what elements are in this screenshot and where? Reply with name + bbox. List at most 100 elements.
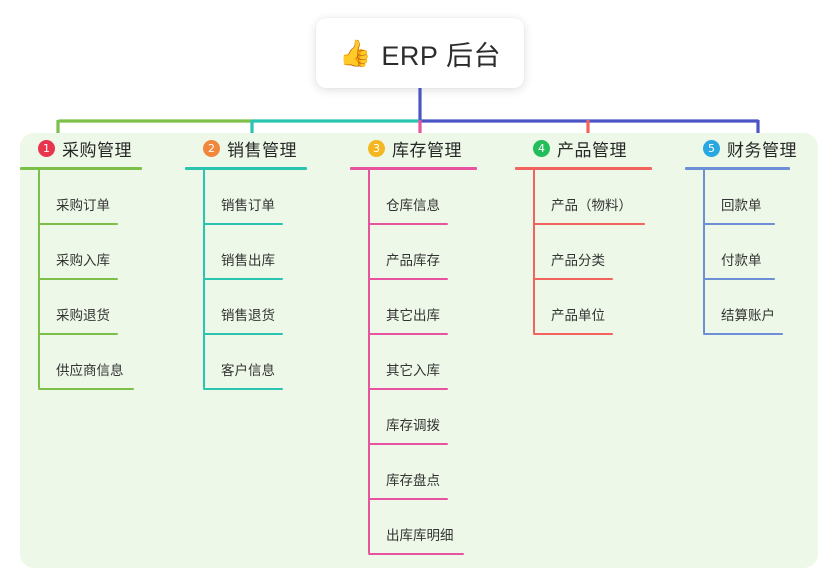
- sub-item[interactable]: 其它入库: [368, 354, 448, 394]
- sub-item[interactable]: 销售退货: [203, 299, 283, 339]
- sub-item[interactable]: 产品库存: [368, 244, 448, 284]
- sub-item-label: 其它出库: [386, 308, 440, 323]
- sub-item-underline: [368, 498, 448, 500]
- sub-item-underline: [368, 553, 464, 555]
- sub-item-label: 采购入库: [56, 253, 110, 268]
- branch-sublist-5: 回款单付款单结算账户: [685, 170, 818, 337]
- sub-item[interactable]: 销售出库: [203, 244, 283, 284]
- branch-sublist-2: 销售订单销售出库销售退货客户信息: [185, 170, 335, 392]
- branch-underline-4: [515, 167, 652, 170]
- sub-item-label: 回款单: [721, 198, 762, 213]
- sub-item-label: 库存盘点: [386, 473, 440, 488]
- sub-item-label: 客户信息: [221, 363, 275, 378]
- branches-panel: 1 采购管理采购订单采购入库采购退货供应商信息 2 销售管理销售订单销售出库销售退货客…: [20, 133, 818, 568]
- sub-item[interactable]: 采购入库: [38, 244, 118, 284]
- sub-item-underline: [533, 278, 613, 280]
- branch-title-3: 库存管理: [392, 140, 462, 160]
- sub-item-label: 其它入库: [386, 363, 440, 378]
- sub-item-label: 产品分类: [551, 253, 605, 268]
- branch-column-5: 5 财务管理回款单付款单结算账户: [685, 133, 818, 337]
- sub-item-underline: [203, 278, 283, 280]
- branch-column-4: 4 产品管理产品（物料） 产品分类产品单位: [515, 133, 680, 337]
- sub-item-underline: [368, 333, 448, 335]
- branch-column-1: 1 采购管理采购订单采购入库采购退货供应商信息: [20, 133, 170, 392]
- sub-item-label: 供应商信息: [56, 363, 124, 378]
- branch-column-2: 2 销售管理销售订单销售出库销售退货客户信息: [185, 133, 335, 392]
- branch-header-2[interactable]: 2 销售管理: [185, 133, 335, 163]
- branch-underline-3: [350, 167, 477, 170]
- sub-item-underline: [203, 333, 283, 335]
- branch-header-5[interactable]: 5 财务管理: [685, 133, 818, 163]
- root-node[interactable]: 👍 ERP 后台: [316, 18, 524, 88]
- sub-item-label: 采购退货: [56, 308, 110, 323]
- sub-item[interactable]: 库存盘点: [368, 464, 448, 504]
- sub-item[interactable]: 回款单: [703, 189, 775, 229]
- branch-underline-1: [20, 167, 142, 170]
- sub-item-underline: [703, 278, 775, 280]
- sub-item[interactable]: 销售订单: [203, 189, 283, 229]
- sub-item-label: 销售订单: [221, 198, 275, 213]
- sub-item-label: 库存调拨: [386, 418, 440, 433]
- branch-underline-5: [685, 167, 790, 170]
- sub-item-label: 出库库明细: [386, 528, 454, 543]
- thumbs-up-icon: 👍: [339, 38, 372, 68]
- branch-header-1[interactable]: 1 采购管理: [20, 133, 170, 163]
- branch-sublist-3: 仓库信息产品库存其它出库其它入库库存调拨库存盘点出库库明细: [350, 170, 505, 557]
- branch-spine-3: [368, 170, 370, 553]
- sub-item[interactable]: 客户信息: [203, 354, 283, 394]
- branch-spine-5: [703, 170, 705, 333]
- sub-item[interactable]: 采购退货: [38, 299, 118, 339]
- branch-badge-1: 1: [38, 139, 55, 157]
- sub-item-label: 销售出库: [221, 253, 275, 268]
- sub-item[interactable]: 库存调拨: [368, 409, 448, 449]
- sub-item[interactable]: 产品单位: [533, 299, 613, 339]
- sub-item-underline: [703, 333, 783, 335]
- branch-badge-5: 5: [703, 139, 720, 157]
- sub-item[interactable]: 采购订单: [38, 189, 118, 229]
- sub-item[interactable]: 仓库信息: [368, 189, 448, 229]
- branch-badge-4: 4: [533, 139, 550, 157]
- sub-item[interactable]: 产品（物料）: [533, 189, 645, 229]
- sub-item-underline: [38, 223, 118, 225]
- sub-item-underline: [203, 388, 283, 390]
- sub-item[interactable]: 产品分类: [533, 244, 613, 284]
- branch-title-2: 销售管理: [227, 140, 297, 160]
- sub-item-underline: [533, 333, 613, 335]
- branch-title-5: 财务管理: [727, 140, 797, 160]
- sub-item-underline: [368, 443, 448, 445]
- branch-title-4: 产品管理: [557, 140, 627, 160]
- sub-item-label: 仓库信息: [386, 198, 440, 213]
- branch-spine-4: [533, 170, 535, 333]
- branch-badge-3: 3: [368, 139, 385, 157]
- branch-sublist-1: 采购订单采购入库采购退货供应商信息: [20, 170, 170, 392]
- sub-item-label: 产品（物料）: [551, 198, 632, 213]
- branch-sublist-4: 产品（物料） 产品分类产品单位: [515, 170, 680, 337]
- branch-column-3: 3 库存管理仓库信息产品库存其它出库其它入库库存调拨库存盘点出库库明细: [350, 133, 505, 557]
- sub-item-label: 销售退货: [221, 308, 275, 323]
- sub-item[interactable]: 其它出库: [368, 299, 448, 339]
- sub-item[interactable]: 供应商信息: [38, 354, 134, 394]
- branch-badge-2: 2: [203, 139, 220, 157]
- sub-item[interactable]: 出库库明细: [368, 519, 464, 559]
- sub-item-label: 付款单: [721, 253, 762, 268]
- sub-item-underline: [38, 278, 118, 280]
- sub-item-underline: [38, 388, 134, 390]
- branch-header-3[interactable]: 3 库存管理: [350, 133, 505, 163]
- branch-header-4[interactable]: 4 产品管理: [515, 133, 680, 163]
- sub-item-underline: [368, 388, 448, 390]
- sub-item-underline: [533, 223, 645, 225]
- sub-item-label: 采购订单: [56, 198, 110, 213]
- root-node-label: ERP 后台: [381, 40, 501, 71]
- branch-title-1: 采购管理: [62, 140, 132, 160]
- sub-item[interactable]: 结算账户: [703, 299, 783, 339]
- sub-item-label: 产品库存: [386, 253, 440, 268]
- sub-item-underline: [703, 223, 775, 225]
- sub-item-underline: [368, 223, 448, 225]
- sub-item-label: 产品单位: [551, 308, 605, 323]
- sub-item-underline: [203, 223, 283, 225]
- sub-item-underline: [368, 278, 448, 280]
- sub-item-label: 结算账户: [721, 308, 775, 323]
- sub-item[interactable]: 付款单: [703, 244, 775, 284]
- branch-underline-2: [185, 167, 307, 170]
